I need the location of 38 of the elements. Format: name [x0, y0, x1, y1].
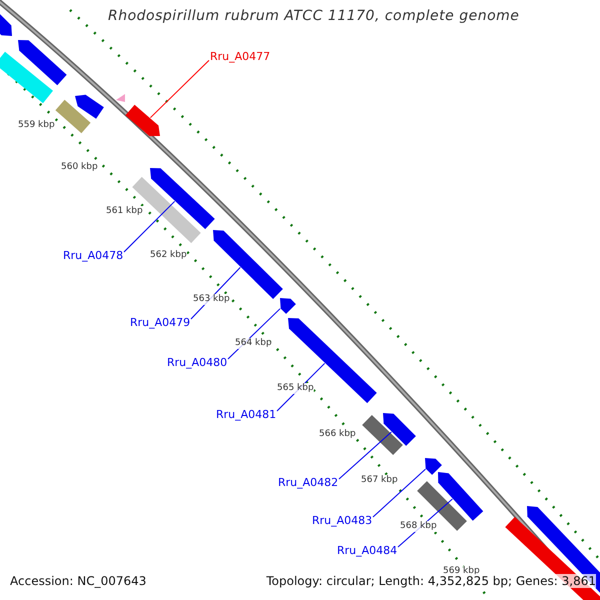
gene-glyph — [150, 168, 215, 230]
gene-glyph — [362, 415, 403, 455]
scale-label: 566 kbp — [319, 429, 356, 440]
scale-label: 565 kbp — [277, 383, 314, 394]
leader-line — [150, 60, 210, 118]
leader-line — [338, 432, 392, 480]
gene-label: Rru_A0482 — [278, 476, 338, 490]
scale-label: 560 kbp — [61, 162, 98, 173]
scale-label: 559 kbp — [18, 120, 55, 131]
gene-glyph — [0, 52, 53, 104]
gene-glyph — [18, 40, 67, 86]
gene-glyph — [425, 458, 442, 475]
gene-glyph — [417, 481, 467, 531]
gene-label: Rru_A0481 — [216, 408, 276, 422]
leader-line — [124, 200, 176, 252]
gene-glyph — [55, 100, 91, 134]
accession-text: Accession: NC_007643 — [10, 574, 146, 588]
gene-glyph — [280, 298, 296, 314]
scale-label: 562 kbp — [150, 250, 187, 261]
scale-label: 564 kbp — [235, 338, 272, 349]
scale-label: 561 kbp — [106, 206, 143, 217]
gene-glyph — [438, 472, 484, 521]
gene-glyph — [116, 94, 125, 102]
gene-label: Rru_A0483 — [312, 514, 372, 528]
gene-label: Rru_A0480 — [167, 356, 228, 370]
gene-glyph — [75, 94, 104, 119]
gene-glyph — [383, 413, 416, 446]
gene-glyph — [125, 104, 160, 136]
leader-line — [372, 468, 426, 518]
gene-label: Rru_A0484 — [337, 544, 398, 558]
gene-label: Rru_A0478 — [63, 249, 124, 262]
gene-label: Rru_A0479 — [130, 316, 190, 330]
genome-stats-text: Topology: circular; Length: 4,352,825 bp; Genes: 3,861 — [266, 574, 596, 588]
genome-title: Rhodospirillum rubrum ATCC 11170, complete genome — [108, 8, 520, 25]
scale-label: 568 kbp — [400, 521, 437, 532]
gene-label: Rru_A0477 — [210, 50, 270, 64]
scale-label: 563 kbp — [193, 294, 230, 305]
scale-label: 567 kbp — [361, 475, 398, 486]
